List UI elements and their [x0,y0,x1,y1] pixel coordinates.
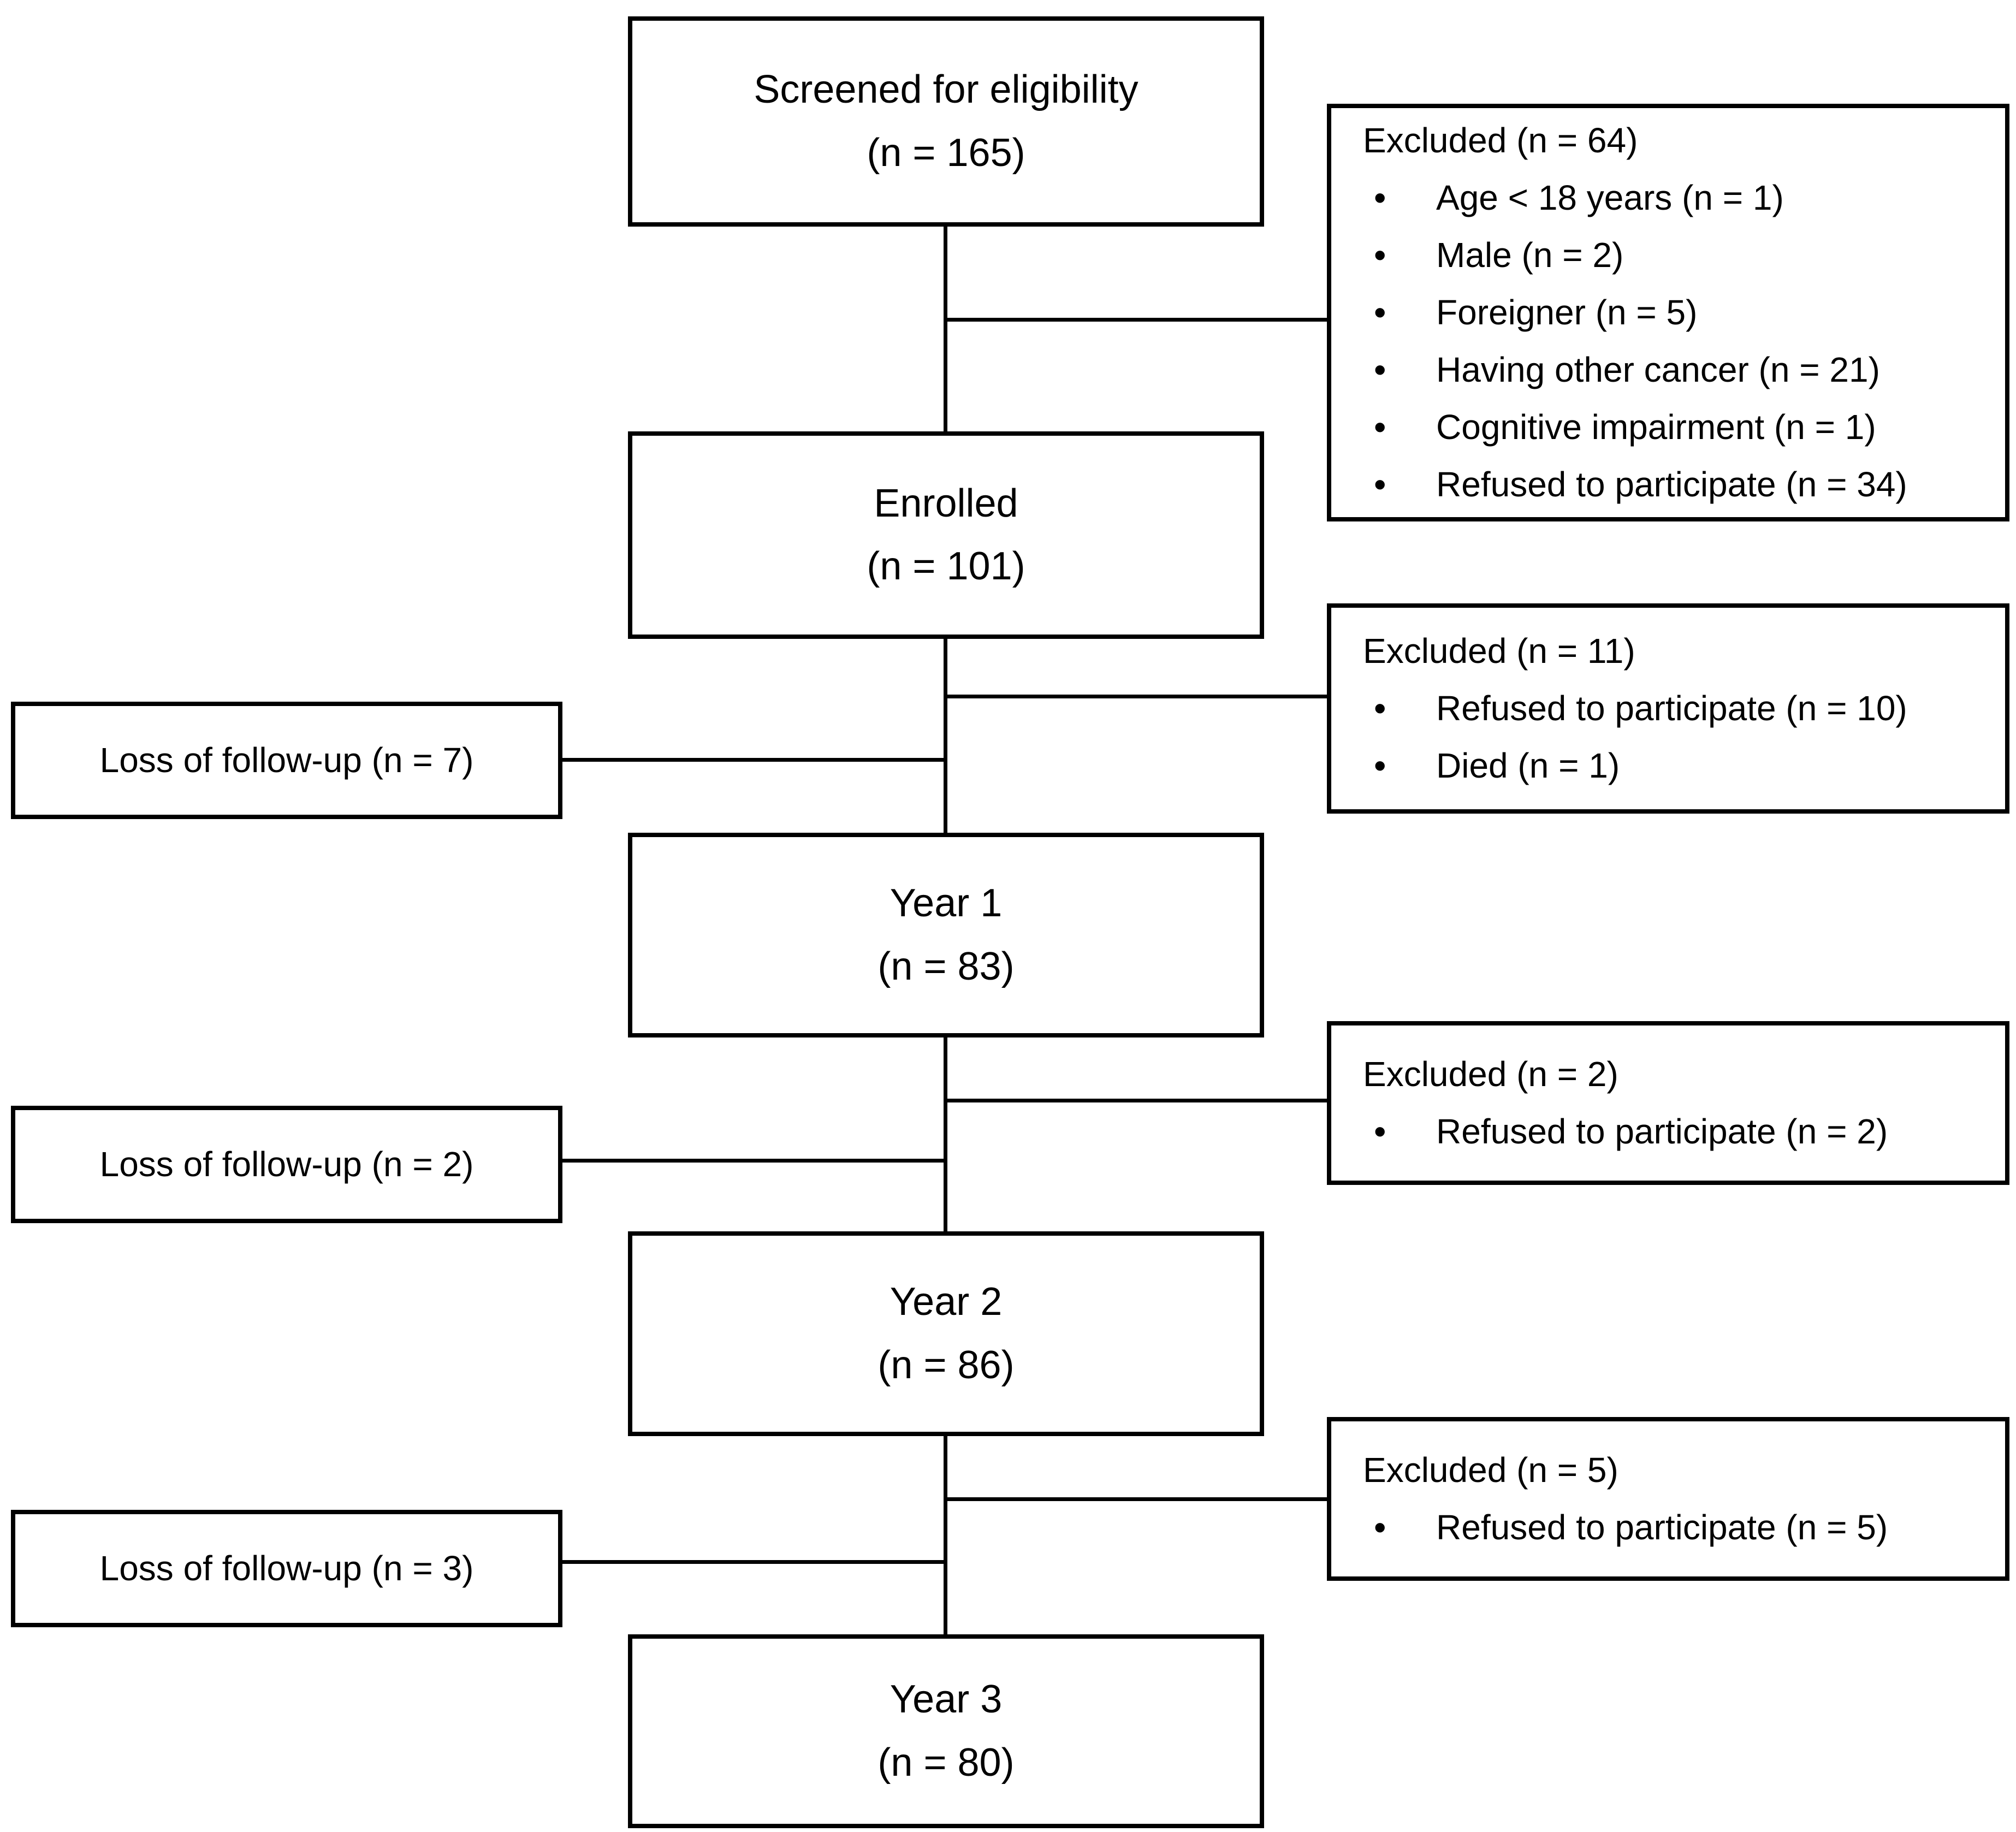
excluded-reason: Refused to participate (n = 34) [1353,456,1983,513]
excluded-screening-list: Age < 18 years (n = 1) Male (n = 2) Fore… [1353,169,1983,513]
connector-to-excluded-year1 [946,1099,1327,1102]
connector-year1-year2 [944,1037,947,1231]
loss-of-followup-2-label: Loss of follow-up (n = 2) [99,1144,474,1184]
screened-count: (n = 165) [867,131,1025,175]
year2-box: Year 2 (n = 86) [628,1231,1264,1436]
connector-to-excluded-screening [946,318,1327,322]
loss-of-followup-3-box: Loss of follow-up (n = 3) [11,1510,562,1627]
excluded-reason: Cognitive impairment (n = 1) [1353,399,1983,456]
year1-label: Year 1 [890,881,1003,926]
enrolled-box: Enrolled (n = 101) [628,431,1264,639]
excluded-year1-box: Excluded (n = 2) Refused to participate … [1327,1021,2009,1185]
excluded-screening-title: Excluded (n = 64) [1363,121,1638,161]
excluded-year2-box: Excluded (n = 5) Refused to participate … [1327,1417,2009,1581]
excluded-reason: Foreigner (n = 5) [1353,284,1983,341]
excluded-reason: Refused to participate (n = 10) [1353,680,1983,737]
connector-to-loss-1 [562,758,946,762]
loss-of-followup-1-box: Loss of follow-up (n = 7) [11,702,562,819]
year3-box: Year 3 (n = 80) [628,1634,1264,1828]
year3-label: Year 3 [890,1677,1003,1722]
year2-count: (n = 86) [877,1343,1015,1387]
excluded-enrolled-box: Excluded (n = 11) Refused to participate… [1327,603,2009,814]
year2-label: Year 2 [890,1280,1003,1324]
year1-count: (n = 83) [877,944,1015,988]
connector-to-loss-2 [562,1159,946,1163]
excluded-reason: Died (n = 1) [1353,737,1983,795]
year3-count: (n = 80) [877,1740,1015,1784]
year1-box: Year 1 (n = 83) [628,833,1264,1037]
connector-to-excluded-enrolled [946,695,1327,698]
excluded-year1-title: Excluded (n = 2) [1363,1054,1618,1094]
excluded-enrolled-list: Refused to participate (n = 10) Died (n … [1353,680,1983,795]
excluded-reason: Refused to participate (n = 2) [1353,1103,1983,1160]
excluded-reason: Male (n = 2) [1353,227,1983,284]
excluded-year2-title: Excluded (n = 5) [1363,1450,1618,1490]
excluded-screening-box: Excluded (n = 64) Age < 18 years (n = 1)… [1327,104,2009,521]
screened-box: Screened for eligibility (n = 165) [628,16,1264,227]
loss-of-followup-2-box: Loss of follow-up (n = 2) [11,1106,562,1223]
excluded-year1-list: Refused to participate (n = 2) [1353,1103,1983,1160]
connector-screened-enrolled [944,227,947,431]
loss-of-followup-3-label: Loss of follow-up (n = 3) [99,1548,474,1588]
screened-label: Screened for eligibility [754,68,1139,112]
excluded-year2-list: Refused to participate (n = 5) [1353,1499,1983,1556]
connector-year2-year3 [944,1436,947,1634]
excluded-reason: Age < 18 years (n = 1) [1353,169,1983,227]
connector-enrolled-year1 [944,639,947,833]
connector-to-loss-3 [562,1560,946,1564]
excluded-reason: Refused to participate (n = 5) [1353,1499,1983,1556]
excluded-reason: Having other cancer (n = 21) [1353,341,1983,399]
enrolled-count: (n = 101) [867,544,1025,588]
connector-to-excluded-year2 [946,1497,1327,1501]
loss-of-followup-1-label: Loss of follow-up (n = 7) [99,740,474,780]
excluded-enrolled-title: Excluded (n = 11) [1363,631,1635,671]
enrolled-label: Enrolled [874,481,1018,525]
